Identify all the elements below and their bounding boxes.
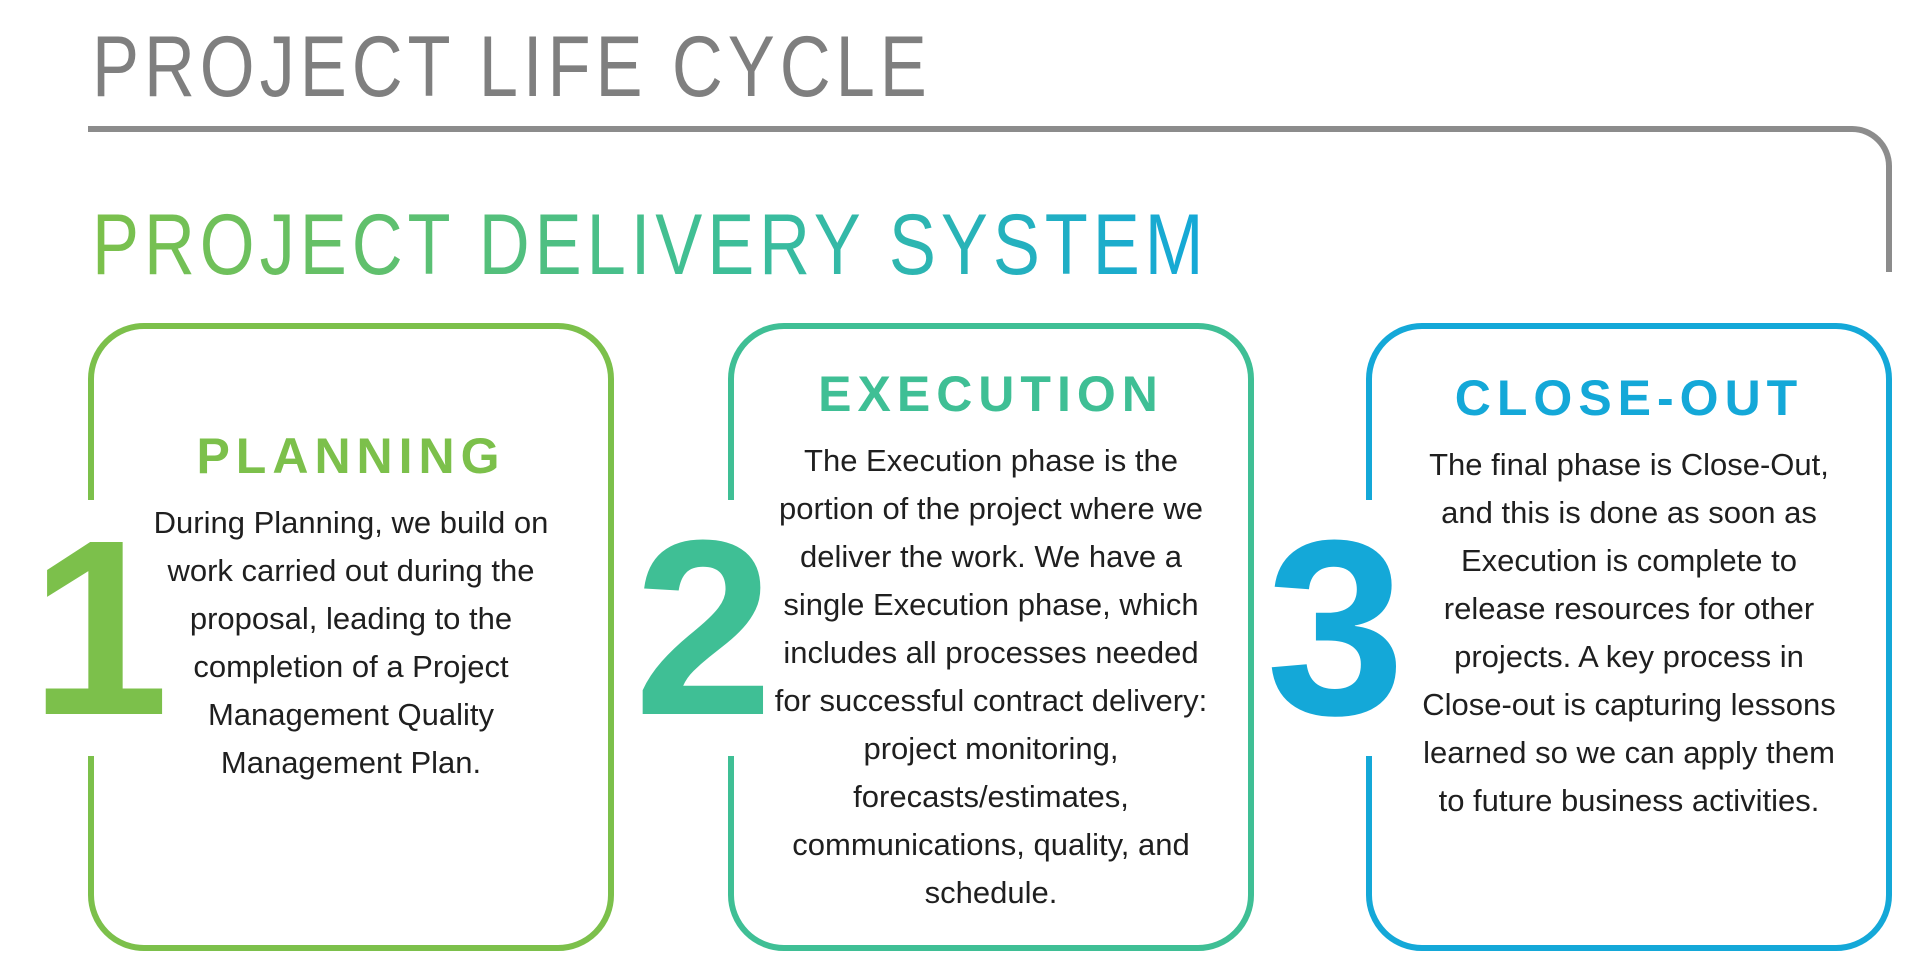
phase-number-1: 1 [30,488,170,767]
phase-card-execution: EXECUTION The Execution phase is the por… [728,323,1254,951]
phase-number-3: 3 [1266,488,1406,767]
phase-description-planning: During Planning, we build on work carrie… [153,505,549,780]
phase-card-planning: PLANNING During Planning, we build on wo… [88,323,614,951]
phase-number-2: 2 [634,488,774,767]
phase-title-execution: EXECUTION [818,366,1164,422]
section-title: PROJECT DELIVERY SYSTEM [92,197,1209,293]
phase-title-planning: PLANNING [196,428,506,484]
page-title: PROJECT LIFE CYCLE [92,19,932,115]
phase-description-closeout: The final phase is Close-Out, and this i… [1422,447,1836,818]
phase-card-closeout: CLOSE-OUT The final phase is Close-Out, … [1366,323,1892,951]
phase-description-execution: The Execution phase is the portion of th… [774,443,1208,910]
lifecycle-bracket [88,126,1892,272]
phase-title-closeout: CLOSE-OUT [1454,370,1804,426]
